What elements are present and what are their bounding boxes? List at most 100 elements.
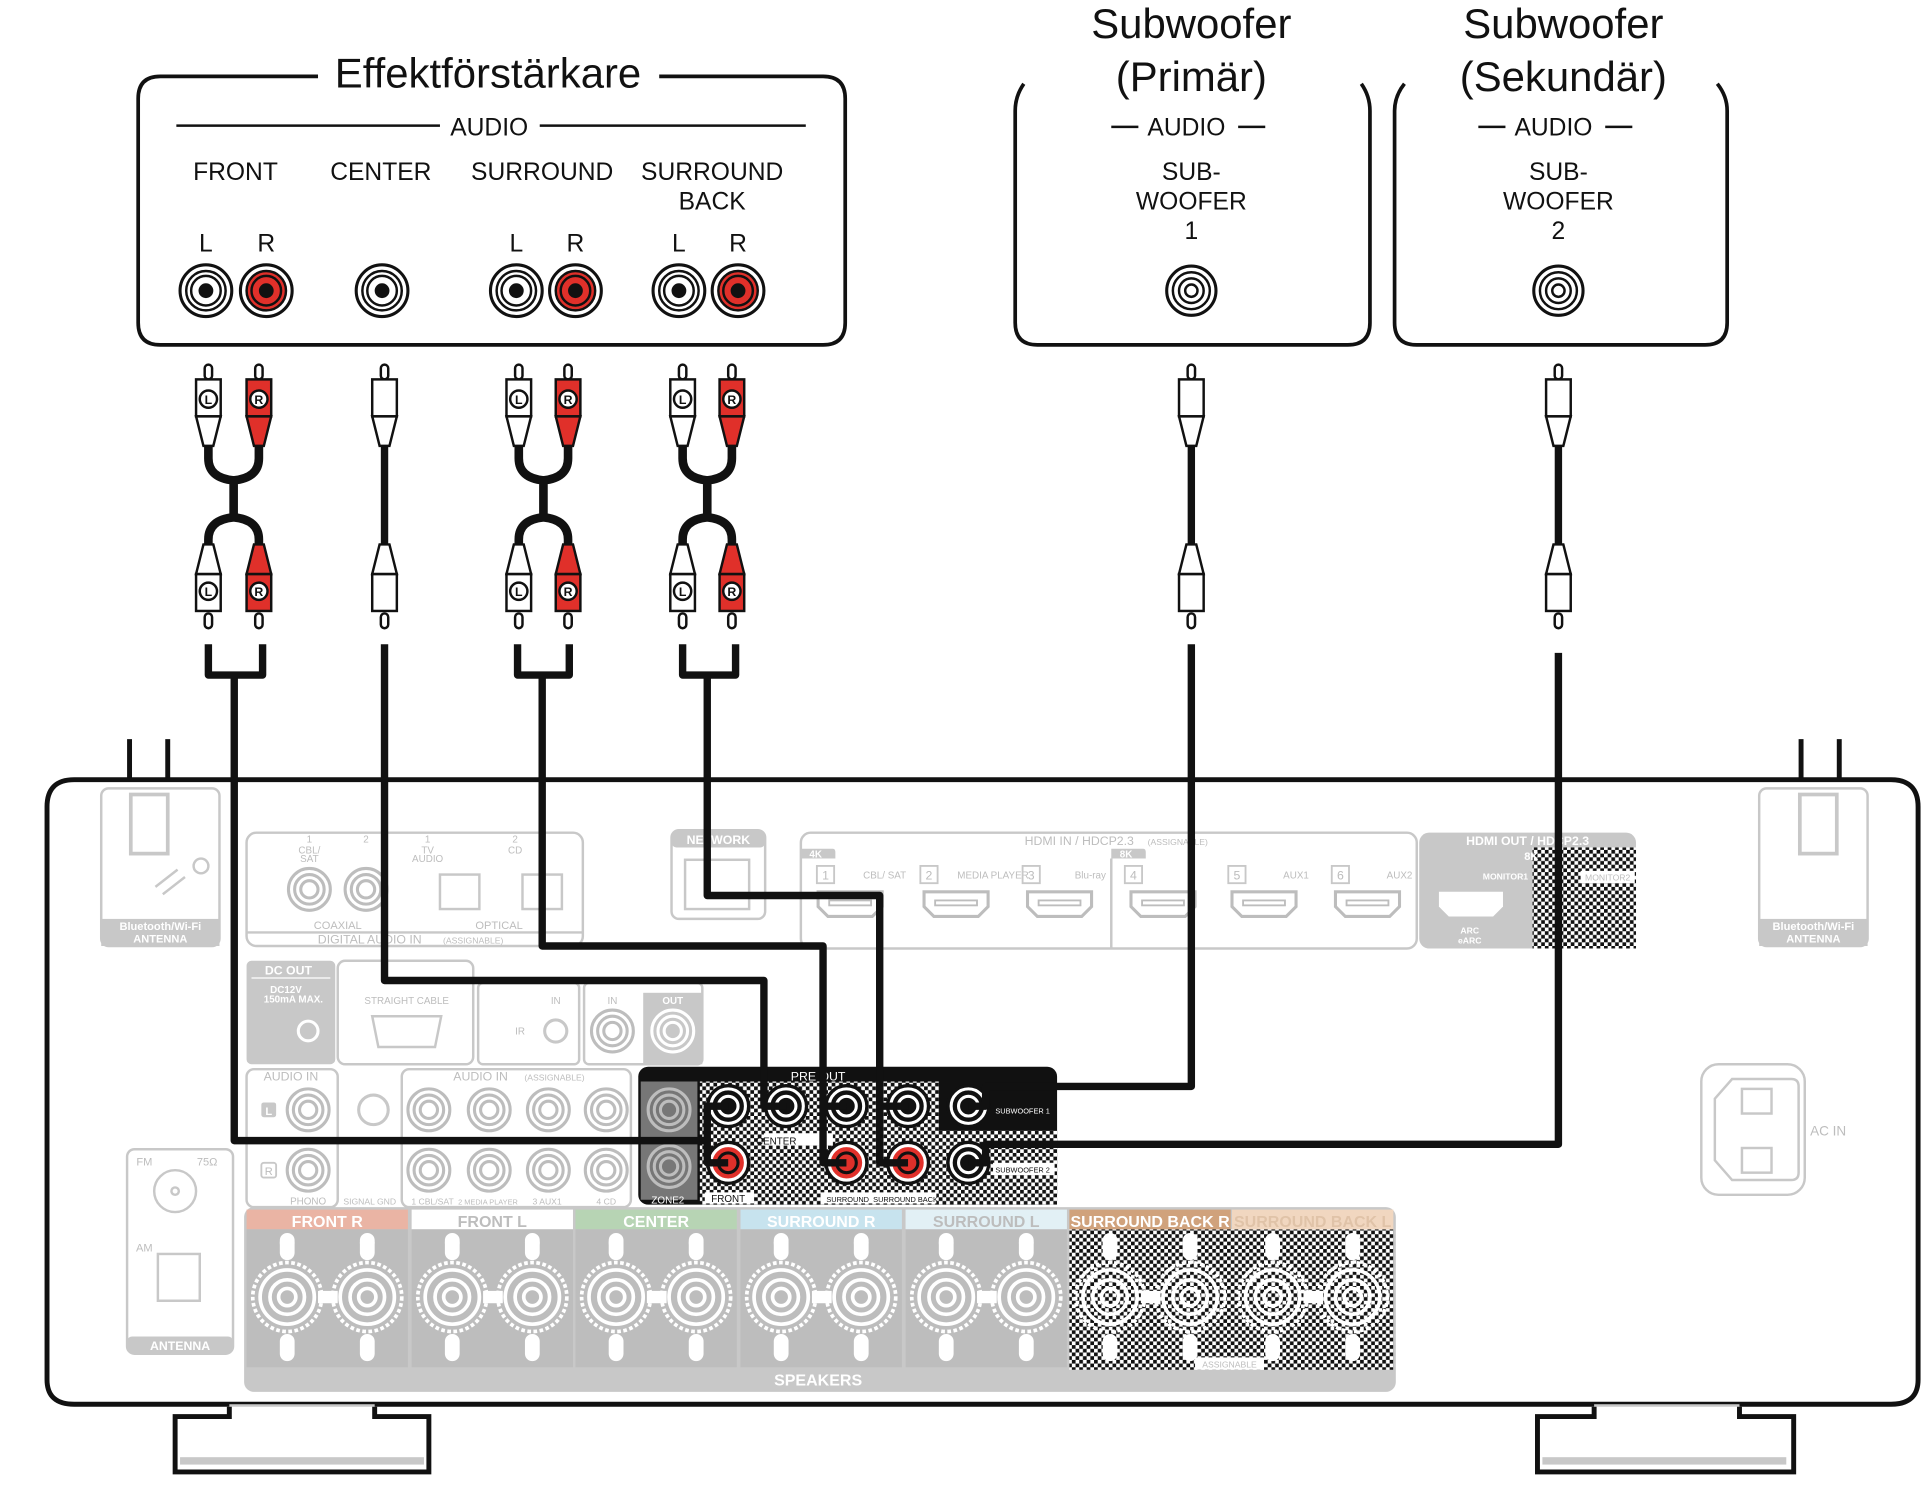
y-cable bbox=[678, 434, 737, 561]
remote-in-jack[interactable] bbox=[589, 1008, 635, 1054]
port-number: 2 bbox=[512, 835, 517, 846]
hdmi-in-port-1[interactable]: 1 CBL/ SAT bbox=[815, 865, 906, 918]
pin-label-r: R bbox=[729, 230, 747, 257]
bt-antenna-label: Bluetooth/Wi-Fi bbox=[1773, 921, 1855, 933]
cable-surround bbox=[513, 644, 847, 1167]
audio-in-jack[interactable] bbox=[525, 1147, 571, 1193]
input-label: 1 CBL/SAT bbox=[411, 1197, 454, 1207]
antenna-title: ANTENNA bbox=[150, 1339, 210, 1353]
ac-in-label: AC IN bbox=[1810, 1124, 1846, 1139]
speaker-terminal-surround-back-l[interactable]: SURROUND BACK L bbox=[1231, 1209, 1394, 1363]
hdmi-in-port-2[interactable]: 2 MEDIA PLAYER bbox=[919, 865, 1029, 918]
audio-in-jack[interactable] bbox=[525, 1087, 571, 1133]
badge-8k: 8K bbox=[1524, 851, 1538, 863]
rca-plug-right: R bbox=[244, 543, 273, 630]
bt-antenna-label: ANTENNA bbox=[133, 933, 187, 945]
ir-label: IR bbox=[515, 1027, 525, 1038]
remote-out-jack[interactable] bbox=[650, 1008, 696, 1054]
rca-plug bbox=[370, 363, 399, 448]
dc-out-jack[interactable] bbox=[296, 1019, 320, 1043]
speaker-terminal-front-r[interactable]: FRONT R bbox=[246, 1209, 408, 1368]
impedance-label: 75Ω bbox=[197, 1156, 218, 1168]
fm-antenna-jack[interactable] bbox=[152, 1168, 198, 1214]
plus-icon bbox=[773, 1235, 789, 1251]
rca-plug-left: L bbox=[504, 543, 533, 630]
phono-l-jack[interactable] bbox=[285, 1087, 331, 1133]
optical-port[interactable] bbox=[438, 873, 481, 911]
rca-jack-red bbox=[548, 263, 603, 319]
audio-in-jack[interactable] bbox=[406, 1087, 452, 1133]
hdmi-in-port-6[interactable]: 6 AUX2 bbox=[1330, 865, 1413, 918]
hdmi-in-port-3[interactable]: 3 Blu-ray bbox=[1021, 865, 1106, 918]
signal-gnd-label: SIGNAL GND bbox=[343, 1197, 396, 1207]
power-amplifier: Effektförstärkare AUDIO FRONT CENTER SUR… bbox=[136, 49, 848, 347]
audio-in-jack[interactable] bbox=[466, 1147, 512, 1193]
foot-left bbox=[172, 1404, 432, 1475]
audio-in-jack[interactable] bbox=[583, 1147, 629, 1193]
coaxial-jack[interactable] bbox=[286, 866, 332, 912]
bt-antenna-label: ANTENNA bbox=[1786, 933, 1840, 945]
plus-icon bbox=[279, 1235, 295, 1251]
am-antenna-terminal[interactable] bbox=[156, 1252, 201, 1302]
rca-plug-left: L bbox=[668, 543, 697, 630]
subwoofer-subtitle: (Sekundär) bbox=[1460, 53, 1667, 100]
speaker-terminal-front-l[interactable]: FRONT L bbox=[411, 1209, 573, 1368]
hdmi-in-port-5[interactable]: 5 AUX1 bbox=[1227, 865, 1309, 918]
signal-gnd-terminal[interactable]: SIGNAL GND bbox=[343, 1093, 396, 1207]
minus-icon bbox=[1182, 1235, 1198, 1251]
minus-icon bbox=[1018, 1235, 1034, 1251]
speaker-terminal-surround-l[interactable]: SURROUND L bbox=[905, 1209, 1067, 1368]
amplifier-title: Effektförstärkare bbox=[335, 49, 641, 96]
pre-out-sub1-label: SUBWOOFER 1 bbox=[995, 1107, 1050, 1116]
port-label: CD bbox=[508, 846, 522, 857]
remote-control: IN OUT bbox=[582, 981, 704, 1066]
port-label: TV bbox=[421, 846, 434, 857]
channel-center-label: CENTER bbox=[330, 159, 431, 186]
port-number: 4 bbox=[1130, 868, 1137, 882]
bluetooth-antenna-left[interactable]: Bluetooth/Wi-Fi ANTENNA bbox=[99, 787, 221, 948]
port-number: 5 bbox=[1233, 868, 1240, 882]
channel-surround-back-label-line2: BACK bbox=[679, 188, 747, 215]
hdmi-in-port-4[interactable]: 4 bbox=[1123, 865, 1197, 918]
jack-label: 1 bbox=[1184, 218, 1198, 245]
port-label: CBL/ SAT bbox=[863, 870, 906, 881]
cables bbox=[204, 644, 1563, 1167]
dc-out: DC OUT DC12V 150mA MAX. bbox=[246, 960, 336, 1065]
speaker-terminal-surround-back-r[interactable]: SURROUND BACK R bbox=[1069, 1209, 1231, 1363]
audio-in-jack[interactable] bbox=[583, 1087, 629, 1133]
cable-center bbox=[380, 644, 787, 1110]
foot-right bbox=[1535, 1404, 1797, 1475]
zone2-label: ZONE2 bbox=[651, 1195, 684, 1206]
subwoofer-frame bbox=[1392, 82, 1730, 347]
rs232-port[interactable]: STRAIGHT CABLE bbox=[336, 959, 475, 1066]
network-port[interactable]: NETWORK bbox=[670, 828, 767, 921]
port-number: 2 bbox=[926, 868, 933, 882]
speaker-terminal-center[interactable]: CENTER bbox=[575, 1209, 737, 1368]
svg-text:L: L bbox=[205, 393, 213, 407]
jack-label: SUB- bbox=[1529, 159, 1588, 186]
pin-label-l: L bbox=[509, 230, 523, 257]
coaxial-jack[interactable] bbox=[343, 866, 389, 912]
remote-in-label: IN bbox=[607, 996, 617, 1007]
assignable-label: ASSIGNABLE bbox=[1202, 1359, 1257, 1369]
subwoofer-secondary: Subwoofer (Sekundär) AUDIO SUB- WOOFER 2 bbox=[1392, 0, 1730, 347]
hdmi-out-port-monitor1[interactable] bbox=[1438, 891, 1503, 917]
jack-label: SUB- bbox=[1162, 159, 1221, 186]
audio-in-jack[interactable] bbox=[466, 1087, 512, 1133]
monitor2-label: MONITOR2 bbox=[1585, 873, 1630, 883]
cable-surround-back bbox=[678, 644, 909, 1167]
phono-r-jack[interactable] bbox=[285, 1147, 331, 1193]
svg-text:L: L bbox=[679, 393, 687, 407]
rca-plug-right: R bbox=[554, 543, 582, 630]
optical-label: OPTICAL bbox=[475, 920, 522, 932]
bluetooth-antenna-right[interactable]: Bluetooth/Wi-Fi ANTENNA bbox=[1757, 787, 1869, 948]
port-label: CBL/ bbox=[298, 846, 320, 857]
cable-front bbox=[204, 644, 729, 1167]
svg-text:R: R bbox=[564, 585, 573, 599]
ac-inlet[interactable]: AC IN bbox=[1700, 1063, 1846, 1197]
pin-label-r: R bbox=[257, 230, 275, 257]
speaker-terminal-surround-r[interactable]: SURROUND R bbox=[740, 1209, 902, 1368]
ir-jack[interactable] bbox=[543, 1018, 569, 1044]
hdmi-in-panel: HDMI IN / HDCP2.3 (ASSIGNABLE) 4K 8K 1 C… bbox=[799, 831, 1418, 950]
audio-in-jack[interactable] bbox=[406, 1147, 452, 1193]
